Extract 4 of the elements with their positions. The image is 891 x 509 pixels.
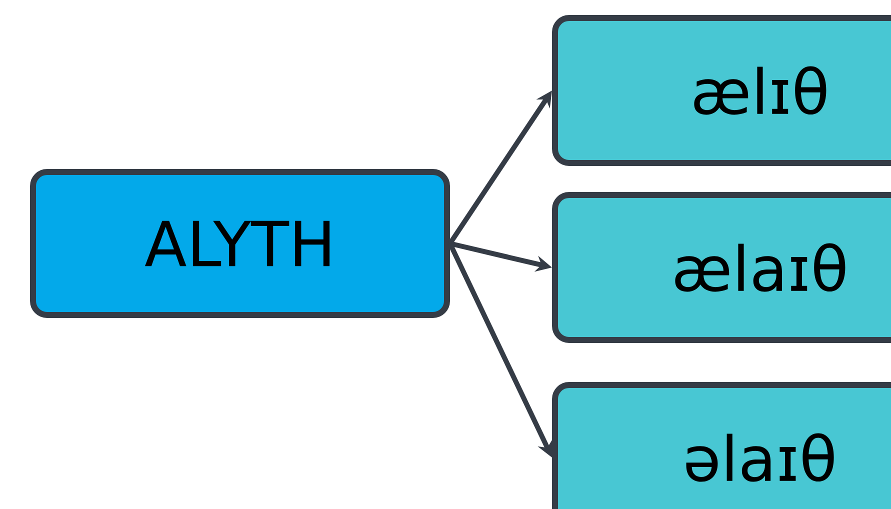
pronunciation-box: ælaɪθ — [552, 192, 891, 343]
pronunciation-box: ælɪθ — [552, 15, 891, 166]
pronunciation-box: əlaɪθ — [552, 382, 891, 509]
word-box: ALYTH — [30, 169, 450, 318]
